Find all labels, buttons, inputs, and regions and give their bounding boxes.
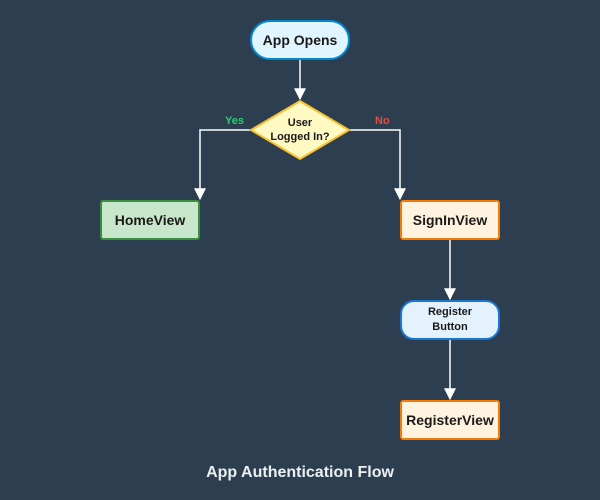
edge-decision-to-homeview xyxy=(194,129,250,201)
node-signinview: SignInView xyxy=(400,200,500,240)
node-registerview: RegisterView xyxy=(400,400,500,440)
node-app-opens: App Opens xyxy=(250,20,350,60)
edge-decision-to-signinview xyxy=(350,129,406,201)
diagram-title: App Authentication Flow xyxy=(206,464,394,481)
decision-diamond-shape xyxy=(249,99,351,161)
edge-label-no: No xyxy=(375,115,390,127)
node-register-button: Register Button xyxy=(400,300,500,340)
edge-label-yes: Yes xyxy=(225,115,244,127)
node-user-logged-in: User Logged In? xyxy=(270,117,330,143)
node-homeview: HomeView xyxy=(100,200,200,240)
